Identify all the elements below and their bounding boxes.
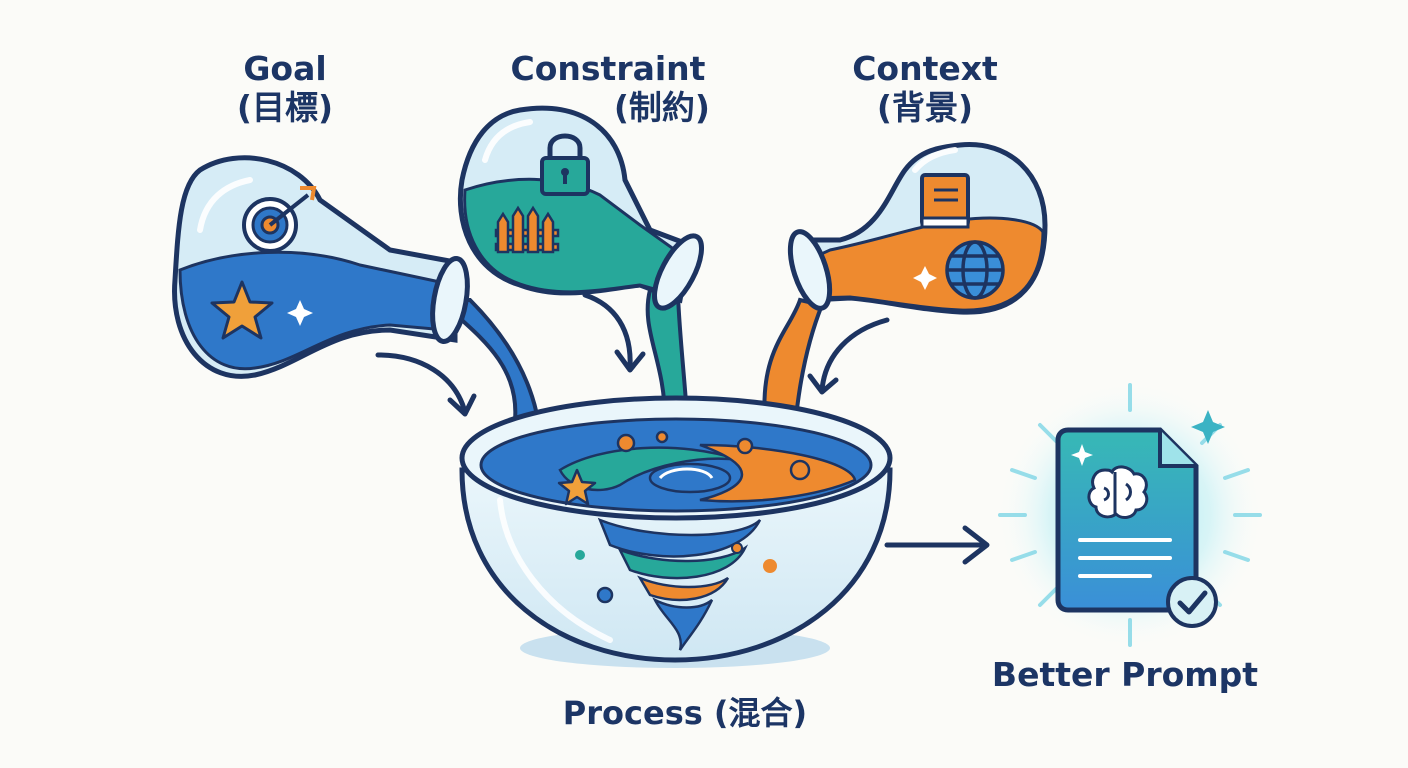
constraint-flask: [457, 105, 704, 311]
brain-icon: [1087, 465, 1149, 519]
context-label: Context (背景): [820, 49, 1030, 128]
result-label: Better Prompt: [991, 655, 1259, 694]
text-lines: [1078, 538, 1172, 578]
constraint-label: Constraint (制約): [478, 49, 738, 128]
star-icon: [557, 468, 597, 506]
goal-flask: [172, 155, 470, 379]
book-icon: [920, 173, 970, 229]
sparkle-icon: [1191, 410, 1225, 444]
sparkle-icon: [287, 300, 313, 326]
better-prompt-card: [995, 380, 1265, 650]
context-liquid: [806, 216, 1045, 312]
goal-label-line1: Goal: [243, 49, 327, 88]
arrows-into-bowl: [375, 292, 890, 417]
context-label-line2: (背景): [876, 87, 974, 127]
lock-icon: [540, 133, 590, 196]
burst-rays: [998, 383, 1262, 647]
fence-icon: [494, 205, 560, 254]
vortex: [597, 517, 762, 651]
constraint-label-line1: Constraint: [510, 49, 706, 88]
constraint-label-line2: (制約): [613, 87, 710, 127]
goal-arrow: [375, 352, 468, 415]
bubble-orange: [616, 430, 811, 481]
mixing-bowl: [459, 395, 893, 668]
sparkle-icon: [913, 266, 937, 290]
context-label-line1: Context: [852, 49, 998, 88]
sparkle-icon: [1071, 444, 1093, 466]
checkmark-icon: [1166, 576, 1218, 628]
process-label: Process (混合): [562, 694, 808, 732]
result-arrow: [884, 525, 990, 565]
context-arrow: [819, 317, 890, 393]
context-flask: [787, 142, 1048, 315]
target-icon: [242, 186, 317, 253]
constraint-arrow: [582, 292, 633, 371]
star-icon: [210, 280, 274, 340]
globe-icon: [945, 240, 1005, 300]
swirl-orange: [699, 443, 857, 503]
goal-label: Goal (目標): [200, 49, 370, 128]
goal-label-line2: (目標): [236, 87, 334, 127]
